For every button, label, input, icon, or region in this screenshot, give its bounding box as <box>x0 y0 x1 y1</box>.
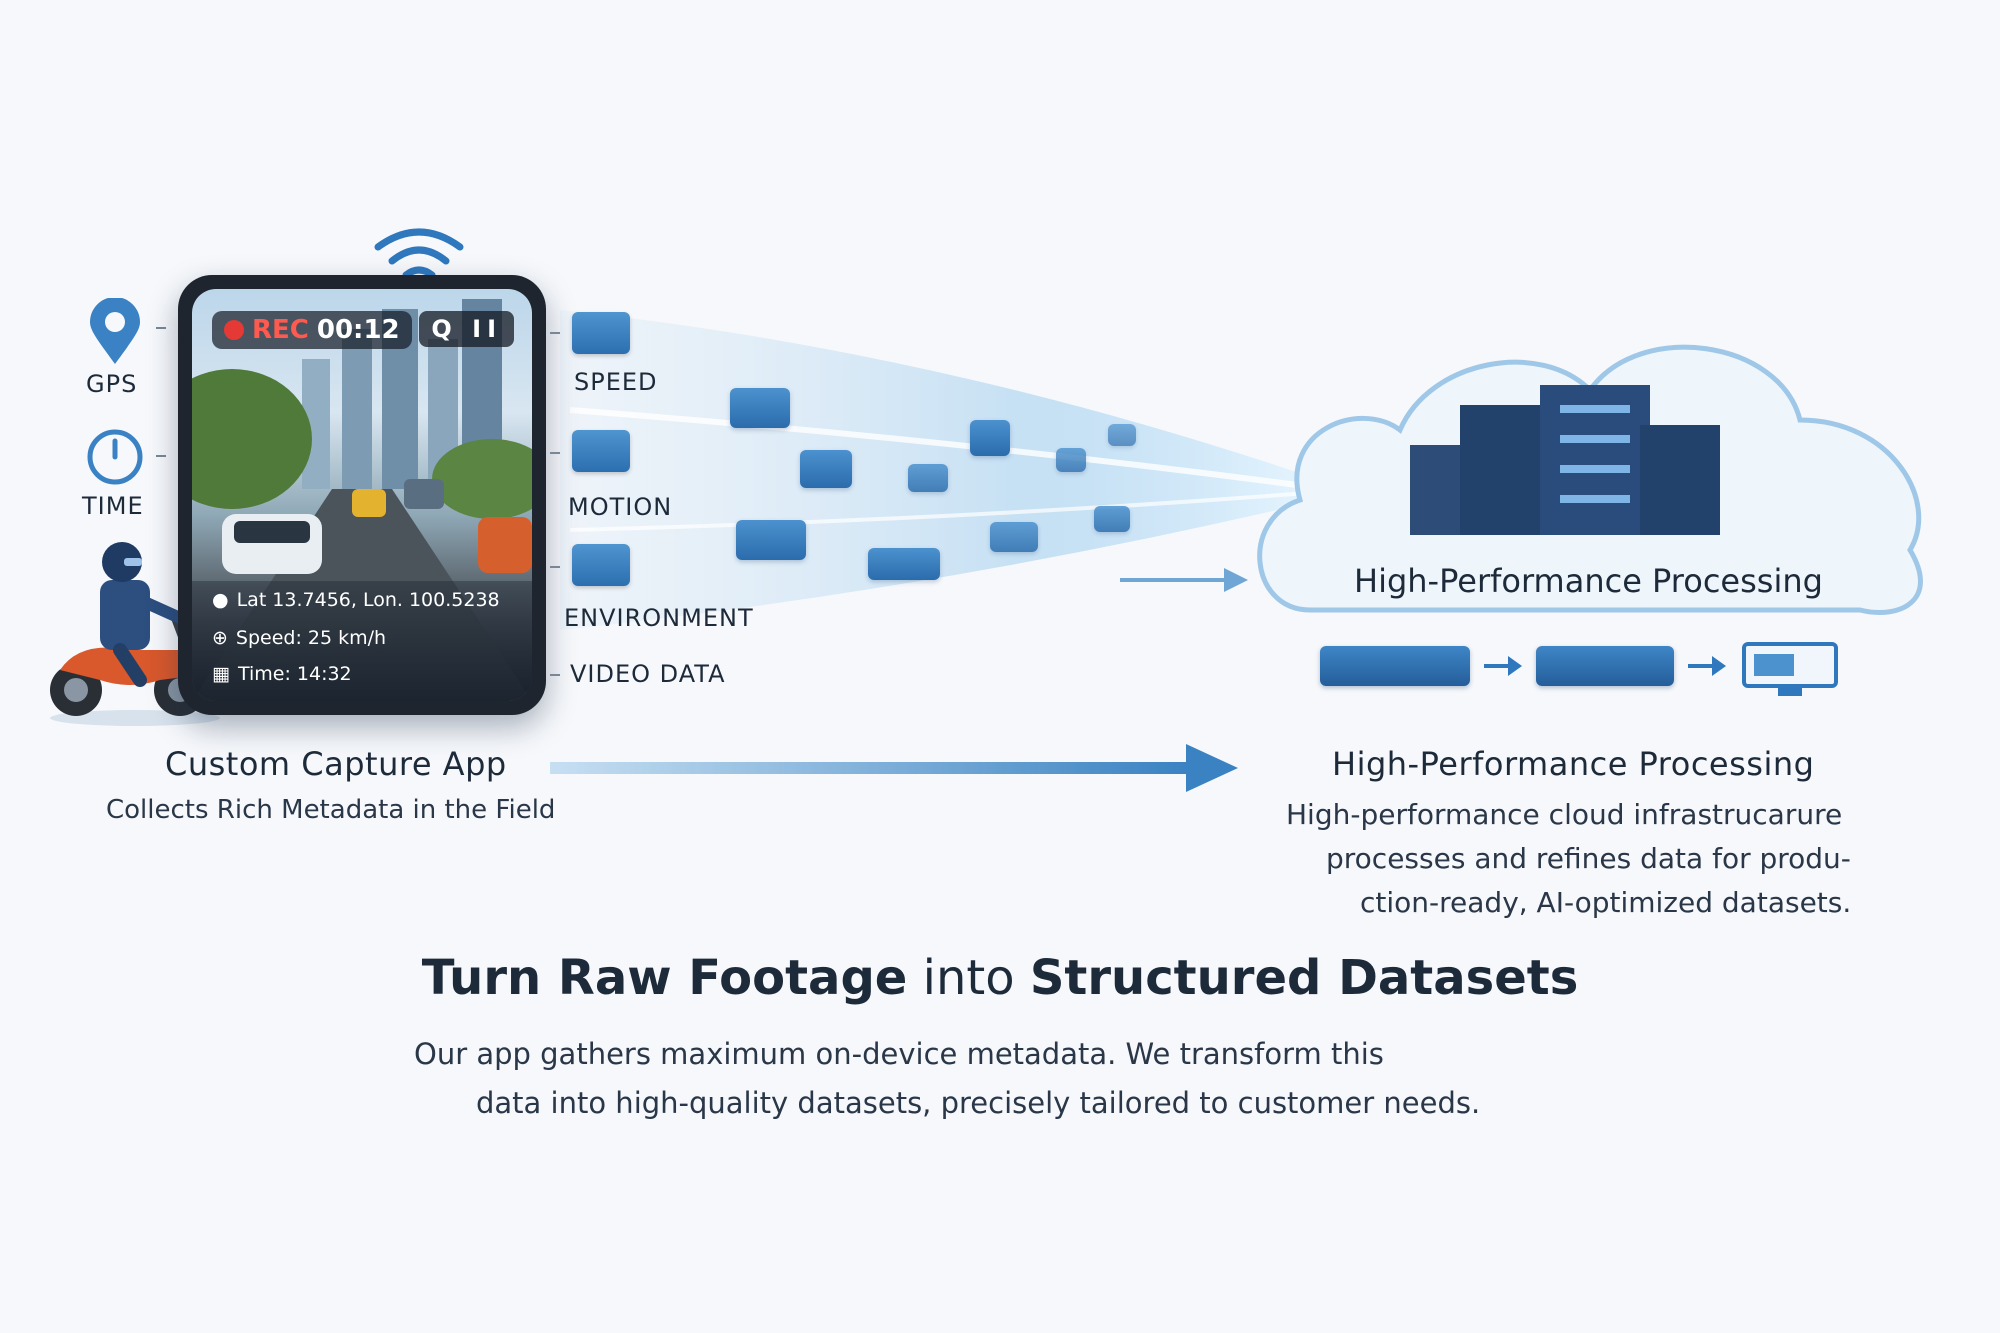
speed-connector <box>550 332 560 334</box>
time-connector <box>156 455 166 457</box>
speedometer-icon: ⊕ <box>212 627 228 649</box>
description-line2: data into high-quality datasets, precise… <box>476 1086 1481 1120</box>
data-card-video <box>970 420 1010 456</box>
environment-sensor-icon <box>572 544 630 586</box>
motion-chart-icon <box>572 430 630 472</box>
main-flow-arrow <box>550 744 1238 792</box>
speed-gauge-icon <box>572 312 630 354</box>
cloud-label: High-Performance Processing <box>1354 562 1823 600</box>
server-rack-icon <box>1410 385 1720 535</box>
data-card-table <box>990 522 1038 552</box>
flow-arrow-small <box>1120 568 1248 592</box>
headline-part2: into <box>922 950 1015 1006</box>
pipeline-process-card <box>1536 646 1674 686</box>
time-readout: ▦ Time: 14:32 <box>212 663 352 685</box>
data-card-small-a <box>1056 448 1086 472</box>
data-card-frames <box>736 520 806 560</box>
wifi-icon <box>374 228 464 279</box>
motion-label: MOTION <box>568 493 673 521</box>
processing-desc-line2: processes and refines data for produ- <box>1326 842 1851 875</box>
speed-readout: ⊕ Speed: 25 km/h <box>212 627 386 649</box>
location-readout: ● Lat 13.7456, Lon. 100.5238 <box>212 589 500 611</box>
gps-label: GPS <box>86 370 138 398</box>
recording-indicator[interactable]: REC 00:12 <box>212 311 412 349</box>
location-pin-icon: ● <box>212 589 229 611</box>
headline: Turn Raw Footage into Structured Dataset… <box>0 950 2000 1006</box>
motion-connector <box>550 452 560 454</box>
gps-pin-icon <box>90 298 140 364</box>
capture-title: Custom Capture App <box>165 745 507 783</box>
gps-connector <box>156 327 166 329</box>
environment-connector <box>550 566 560 568</box>
record-dot-icon <box>224 320 244 340</box>
video-data-connector <box>550 674 560 676</box>
pipeline-upload-card <box>1320 646 1470 686</box>
camera-preview: REC 00:12 Q II ● Lat 13.7456, Lon. 100.5… <box>192 289 532 701</box>
speed-label: SPEED <box>574 368 658 396</box>
clock-icon <box>87 429 143 485</box>
description-line1: Our app gathers maximum on-device metada… <box>414 1037 1384 1071</box>
video-data-label: VIDEO DATA <box>570 660 726 688</box>
metadata-overlay <box>192 581 532 701</box>
data-card-small-b <box>1108 424 1136 446</box>
playback-controls[interactable]: Q II <box>419 311 514 347</box>
phone-device: REC 00:12 Q II ● Lat 13.7456, Lon. 100.5… <box>178 275 546 715</box>
pipeline-arrow-1 <box>1484 656 1522 676</box>
rec-label: REC <box>252 315 309 345</box>
data-card-map <box>800 450 852 488</box>
time-label: TIME <box>82 492 144 520</box>
environment-label: ENVIRONMENT <box>564 604 754 632</box>
pipeline-arrow-2 <box>1688 656 1726 676</box>
speed-text: Speed: 25 km/h <box>235 627 387 649</box>
headline-part1: Turn Raw Footage <box>421 950 908 1006</box>
data-card-heart <box>1094 506 1130 532</box>
data-card-motion <box>868 548 940 580</box>
data-card-list <box>908 464 948 492</box>
data-card-people <box>730 388 790 428</box>
lat-lon-text: Lat 13.7456, Lon. 100.5238 <box>236 589 500 611</box>
time-text: Time: 14:32 <box>237 663 352 685</box>
processing-desc-line3: ction-ready, AI-optimized datasets. <box>1360 886 1852 919</box>
headline-part3: Structured Datasets <box>1029 950 1579 1006</box>
monitor-icon <box>1742 642 1838 696</box>
capture-subtitle: Collects Rich Metadata in the Field <box>106 795 556 825</box>
calendar-icon: ▦ <box>212 663 230 685</box>
processing-title: High-Performance Processing <box>1332 745 1815 783</box>
processing-desc-line1: High-performance cloud infrastrucarure <box>1286 798 1843 831</box>
rec-timer: 00:12 <box>316 315 400 345</box>
